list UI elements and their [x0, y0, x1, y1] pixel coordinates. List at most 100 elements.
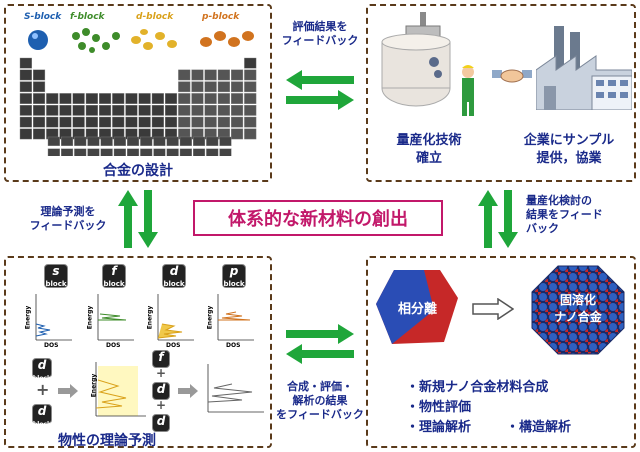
periodic-cell	[98, 116, 112, 128]
periodic-cell	[178, 93, 191, 104]
arrow-right-icon-1	[58, 384, 78, 398]
right-arrow-label: 量産化検討の 結果をフィード バック	[526, 194, 636, 236]
periodic-cell	[112, 93, 125, 104]
periodic-cell-f	[166, 148, 179, 156]
periodic-cell	[164, 116, 178, 128]
dos-axis-y-1: Energy	[24, 305, 32, 330]
periodic-cell-f	[87, 148, 100, 156]
periodic-cell-f	[74, 136, 87, 146]
periodic-cell	[125, 116, 138, 128]
plus-sign-3: +	[156, 398, 167, 412]
multi-dos-plot	[207, 364, 264, 413]
periodic-cell-f	[179, 136, 192, 146]
periodic-cell	[191, 69, 204, 81]
periodic-cell	[204, 81, 217, 93]
left-exchange-arrows	[118, 190, 158, 248]
left-arrow-label: 理論予測を フィードバック	[22, 205, 114, 233]
top-exchange-arrows	[286, 70, 354, 110]
periodic-cell	[217, 69, 230, 81]
periodic-cell-f	[153, 136, 166, 146]
bullet-property-eval: ・物性評価	[406, 400, 472, 415]
periodic-cell	[138, 105, 151, 116]
periodic-cell	[59, 105, 72, 116]
periodic-cell-f	[192, 136, 206, 146]
bottom-arrow-line1: 合成・評価・	[287, 380, 353, 393]
periodic-cell	[178, 81, 191, 93]
solid-solution-line2: ナノ合金	[554, 310, 602, 324]
periodic-cell	[32, 93, 46, 104]
periodic-cell	[217, 81, 230, 93]
sample-provision-label: 企業にサンプル 提供，協業	[504, 132, 634, 168]
bottom-arrow-line2: 解析の結果	[292, 394, 348, 407]
periodic-cell-f	[206, 136, 219, 146]
periodic-cell	[125, 105, 138, 116]
periodic-cell-f	[126, 148, 140, 156]
solid-solution-nanoparticle	[531, 265, 625, 355]
periodic-cell	[204, 93, 217, 104]
top-arrow-label: 評価結果を フィードバック	[280, 20, 360, 48]
periodic-cell	[164, 93, 178, 104]
dos-axis-y-2: Energy	[86, 305, 94, 330]
alloy-design-label: 合金の設計	[103, 163, 173, 179]
periodic-cell-f	[126, 136, 140, 146]
periodic-cell	[244, 128, 257, 140]
dos-axis-x-3: DOS	[166, 342, 181, 349]
bottom-arrow-label: 合成・評価・ 解析の結果 をフィードバック	[276, 380, 364, 422]
periodic-cell	[19, 105, 32, 116]
periodic-cell	[125, 93, 138, 104]
periodic-cell	[98, 93, 112, 104]
periodic-cell	[178, 105, 191, 116]
s-block-label: S-block	[24, 12, 62, 22]
periodic-cell	[204, 116, 217, 128]
periodic-cell	[191, 93, 204, 104]
sample-provision-line1: 企業にサンプル	[523, 133, 615, 148]
right-exchange-arrows	[478, 190, 518, 248]
bottom-exchange-arrows	[286, 324, 354, 364]
periodic-cell	[217, 116, 230, 128]
periodic-cell	[204, 105, 217, 116]
bullet-structure-analysis: ・構造解析	[506, 420, 572, 435]
combined-dos-plot	[95, 362, 146, 417]
periodic-cell	[244, 116, 257, 128]
periodic-cell	[244, 81, 257, 93]
top-arrow-line1: 評価結果を	[292, 20, 348, 33]
left-arrow-line2: フィードバック	[29, 219, 107, 232]
periodic-cell	[244, 93, 257, 104]
periodic-cell	[19, 69, 32, 81]
dos-axis-x-1: DOS	[44, 342, 59, 349]
periodic-cell	[230, 81, 244, 93]
periodic-cell	[32, 69, 46, 81]
periodic-cell-f	[192, 148, 206, 156]
combined-dos-axis-y: Energy	[90, 373, 98, 398]
periodic-cell	[59, 93, 72, 104]
f-block-label: f-block	[70, 12, 105, 22]
periodic-table	[18, 56, 264, 156]
periodic-cell-f	[140, 148, 153, 156]
periodic-cell	[19, 128, 32, 140]
periodic-cell	[32, 105, 46, 116]
dos-axis-x-4: DOS	[226, 342, 241, 349]
periodic-cell	[138, 93, 151, 104]
periodic-cell	[191, 105, 204, 116]
mass-production-tech-line2: 確立	[415, 151, 442, 166]
periodic-cell	[230, 105, 244, 116]
alloy-design-panel: S-block f-block d-block p-block 合金の設計	[4, 4, 272, 182]
periodic-cell-f	[87, 136, 100, 146]
periodic-cell-f	[113, 148, 126, 156]
right-arrow-line3: バック	[526, 222, 559, 235]
periodic-cell	[85, 105, 98, 116]
periodic-cell	[32, 128, 46, 140]
periodic-cell-f	[153, 148, 166, 156]
periodic-cell-f	[113, 136, 126, 146]
bullet-theory-analysis: ・理論解析	[406, 420, 472, 435]
periodic-cell-f	[206, 148, 219, 156]
periodic-cell	[32, 116, 46, 128]
periodic-cell	[72, 116, 85, 128]
solid-solution-line1: 固溶化	[559, 293, 596, 307]
periodic-cell	[19, 81, 32, 93]
